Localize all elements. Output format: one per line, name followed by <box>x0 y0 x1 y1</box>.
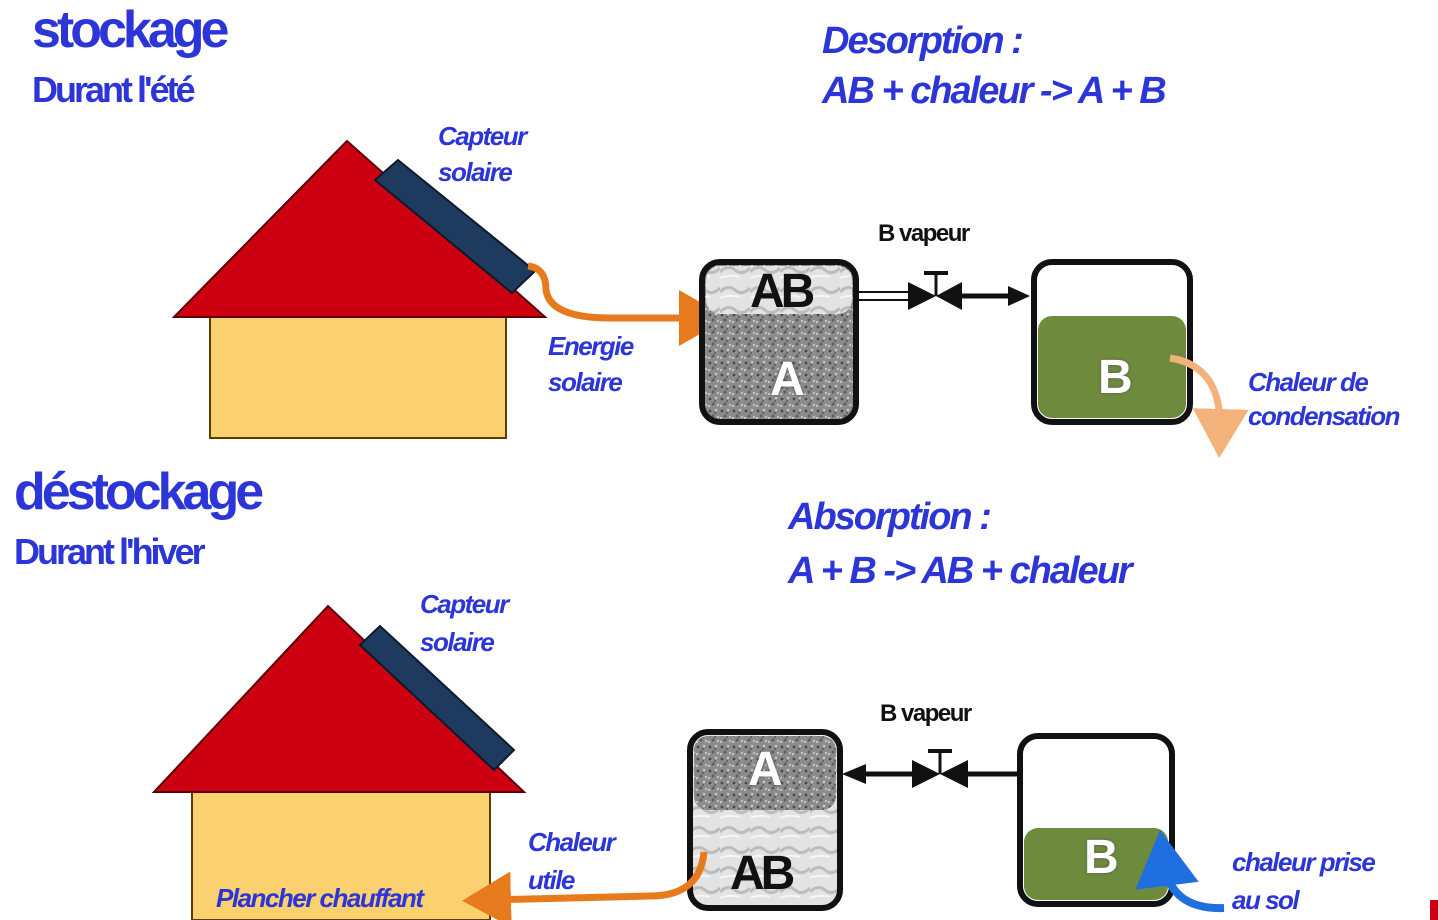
winter-useful-heat-label-line2: utile <box>528 865 575 895</box>
winter-section-title: déstockage <box>14 463 264 521</box>
winter-tank-ab-label: AB <box>730 847 795 900</box>
summer-condensation-heat-arrow <box>1169 354 1249 458</box>
summer-section-subtitle: Durant l'été <box>32 69 196 110</box>
winter-ground-heat-label-line1: chaleur prise <box>1232 847 1376 877</box>
summer-house <box>171 139 548 439</box>
summer-heat-out-label-line2: condensation <box>1248 401 1401 431</box>
winter-solar-collector <box>358 624 516 772</box>
winter-collector-label-line2: solaire <box>420 627 495 657</box>
winter-ground-heat-label-line2: au sol <box>1232 885 1300 915</box>
summer-collector-label-line1: Capteur <box>438 121 527 151</box>
summer-house-wall <box>209 309 507 439</box>
winter-tank-a-label: A <box>748 743 783 796</box>
summer-vapor-label: B vapeur <box>878 220 970 247</box>
winter-house <box>151 604 527 920</box>
summer-vapor-pipe <box>858 271 1030 310</box>
summer-tank-a-label: A <box>770 353 805 406</box>
summer-section-title: stockage <box>32 1 229 59</box>
winter-reactor-tank <box>687 729 843 911</box>
winter-reaction-title: Absorption : <box>788 496 992 538</box>
summer-reactor-tank <box>699 259 859 425</box>
summer-reaction-title: Desorption : <box>822 20 1024 62</box>
winter-section-subtitle: Durant l'hiver <box>14 531 206 572</box>
summer-energy-label-line1: Energie <box>548 331 634 361</box>
winter-vapor-pipe <box>842 749 1020 788</box>
winter-useful-heat-arrow <box>462 851 708 920</box>
winter-vapor-label: B vapeur <box>880 700 972 727</box>
summer-heat-out-label-line1: Chaleur de <box>1248 367 1369 397</box>
winter-reaction-equation: A + B -> AB + chaleur <box>788 550 1133 592</box>
winter-collector-label-line1: Capteur <box>420 589 509 619</box>
winter-floor-heating-label: Plancher chauffant <box>216 883 424 913</box>
winter-evaporator-tank <box>1017 733 1175 907</box>
summer-tank-b-label: B <box>1098 351 1133 404</box>
summer-condenser-tank <box>1031 259 1193 425</box>
winter-useful-heat-label-line1: Chaleur <box>528 827 616 857</box>
winter-ground-heat-arrow <box>1135 830 1225 913</box>
summer-tank-ab-label: AB <box>750 265 815 318</box>
corner-red-mark <box>1430 900 1438 920</box>
winter-house-wall <box>191 784 491 920</box>
summer-collector-label-line2: solaire <box>438 157 513 187</box>
winter-tank-b-label: B <box>1084 831 1119 884</box>
summer-solar-energy-arrow <box>527 262 728 346</box>
summer-energy-label-line2: solaire <box>548 367 623 397</box>
summer-reaction-equation: AB + chaleur -> A + B <box>822 70 1167 112</box>
